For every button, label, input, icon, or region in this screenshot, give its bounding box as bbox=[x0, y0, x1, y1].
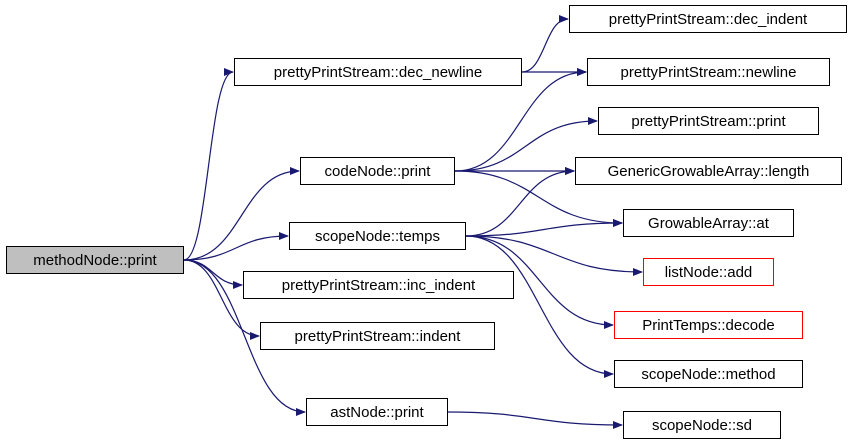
edge-codeNode_print-to-pps_print bbox=[454, 117, 598, 172]
edge-astNode_print-to-scopeNode_sd bbox=[447, 411, 623, 429]
edge-scopeNode_temps-to-printTemps_decode bbox=[465, 235, 614, 329]
node-scopenode-temps[interactable]: scopeNode::temps bbox=[289, 222, 466, 250]
edge-methodNode_print-to-pps_indent bbox=[183, 259, 260, 340]
edge-pps_dec_newline-to-pps_dec_indent bbox=[521, 15, 569, 73]
edge-methodNode_print-to-astNode_print bbox=[183, 259, 306, 416]
edge-codeNode_print-to-pps_newline bbox=[454, 68, 587, 172]
edge-scopeNode_temps-to-ga_at bbox=[465, 219, 623, 237]
node-listnode-add[interactable]: listNode::add bbox=[643, 258, 774, 286]
node-prettyprintstream-inc-indent[interactable]: prettyPrintStream::inc_indent bbox=[243, 271, 514, 299]
node-astnode-print[interactable]: astNode::print bbox=[306, 398, 448, 426]
node-growablearray-at[interactable]: GrowableArray::at bbox=[623, 209, 794, 237]
node-scopenode-method[interactable]: scopeNode::method bbox=[614, 360, 803, 388]
node-scopenode-sd[interactable]: scopeNode::sd bbox=[623, 411, 781, 439]
edge-scopeNode_temps-to-listNode_add bbox=[465, 235, 643, 276]
edge-methodNode_print-to-pps_dec_newline bbox=[183, 68, 234, 261]
edge-scopeNode_temps-to-scopeNode_method bbox=[465, 235, 614, 378]
node-prettyprintstream-newline[interactable]: prettyPrintStream::newline bbox=[587, 58, 830, 86]
edge-scopeNode_temps-to-gga_length bbox=[465, 167, 575, 237]
node-prettyprintstream-indent[interactable]: prettyPrintStream::indent bbox=[260, 322, 495, 350]
node-methodnode-print[interactable]: methodNode::print bbox=[6, 246, 184, 274]
edge-codeNode_print-to-ga_at bbox=[454, 170, 623, 227]
edge-methodNode_print-to-codeNode_print bbox=[183, 167, 300, 261]
node-genericgrowablearray-length[interactable]: GenericGrowableArray::length bbox=[575, 157, 842, 185]
node-codenode-print[interactable]: codeNode::print bbox=[300, 157, 455, 185]
node-prettyprintstream-print[interactable]: prettyPrintStream::print bbox=[598, 107, 819, 135]
node-printtemps-decode[interactable]: PrintTemps::decode bbox=[614, 311, 803, 339]
node-prettyprintstream-dec-newline[interactable]: prettyPrintStream::dec_newline bbox=[234, 58, 522, 86]
node-prettyprintstream-dec-indent[interactable]: prettyPrintStream::dec_indent bbox=[569, 5, 847, 33]
edge-methodNode_print-to-scopeNode_temps bbox=[183, 232, 289, 261]
